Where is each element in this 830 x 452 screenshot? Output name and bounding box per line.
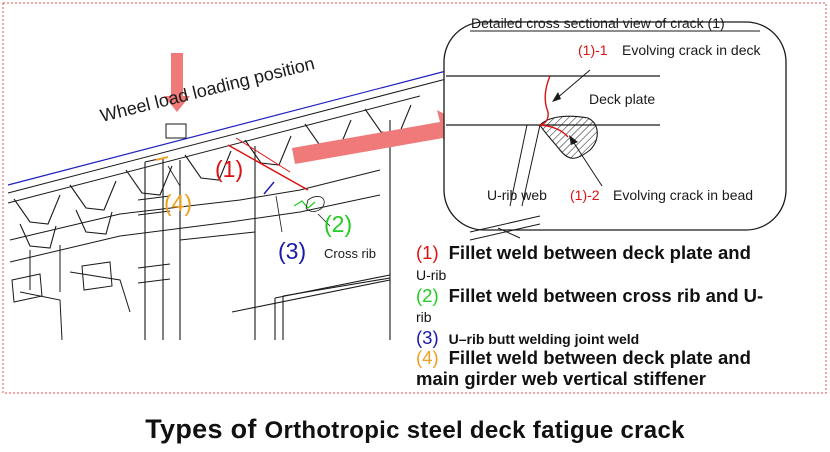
- legend-text-4: Fillet weld between deck plate and: [448, 347, 751, 368]
- deck-underside: [7, 95, 421, 204]
- legend-item-2: (2) Fillet weld between cross rib and U-: [416, 286, 763, 306]
- legend-num-3: (3): [416, 327, 439, 348]
- wheel-load-label: Wheel load loading position: [98, 53, 316, 126]
- leader-2: [317, 213, 331, 227]
- detail-deck-crack-label: Evolving crack in deck: [622, 42, 762, 58]
- detail-urib-web-2: [521, 124, 541, 207]
- crack-3-mark: [263, 181, 275, 195]
- detail-title: Detailed cross sectional view of crack (…: [471, 15, 725, 31]
- caption-rest: Orthotropic steel deck fatigue crack: [264, 417, 685, 444]
- detail-urib-web-label: U-rib web: [487, 187, 547, 203]
- detail-urib-web-1: [509, 124, 528, 207]
- label-num-2: (2): [324, 211, 352, 237]
- caption-prefix: Types of: [145, 414, 257, 444]
- crack-1-mark-2: [235, 137, 291, 173]
- detail-bubble: [443, 21, 787, 231]
- detail-arrow-bead: [571, 139, 603, 187]
- legend-wrap-4: main girder web vertical stiffener: [416, 368, 706, 389]
- detail-arrowhead-deck: [552, 92, 561, 102]
- legend-num-4: (4): [416, 347, 439, 368]
- cross-rib: [9, 169, 381, 341]
- legend-wrap-2: rib: [416, 309, 432, 325]
- figure-caption: Types of Orthotropic steel deck fatigue …: [0, 414, 830, 445]
- leader-4: [167, 165, 181, 187]
- crack-2-mark: [293, 200, 316, 209]
- crack-4-mark: [155, 156, 169, 161]
- legend-num-2: (2): [416, 285, 439, 306]
- legend-text-3: U–rib butt welding joint weld: [448, 331, 640, 347]
- detail-arrowhead-bead: [569, 135, 578, 145]
- detail-crack-bead: [539, 124, 569, 138]
- detail-arrow-deck: [555, 69, 591, 100]
- wheel-load-arrow: [164, 53, 190, 112]
- main-girder: [137, 120, 391, 340]
- detail-crack-deck: [539, 75, 551, 126]
- label-num-3: (3): [278, 238, 306, 264]
- label-num-1: (1): [215, 156, 243, 182]
- legend-item-4: (4) Fillet weld between deck plate and: [416, 348, 751, 368]
- wheel-load-pad: [165, 123, 187, 139]
- leader-3: [275, 195, 283, 233]
- legend-num-1: (1): [416, 242, 439, 263]
- label-num-4: (4): [164, 190, 192, 216]
- detail-weld-bead: [539, 115, 598, 159]
- detail-deck-crack-num: (1)-1: [578, 42, 608, 58]
- legend-item-3: (3) U–rib butt welding joint weld: [416, 328, 639, 349]
- deck-top-edge: [7, 69, 451, 186]
- lower-right-structure: [469, 215, 541, 241]
- outer-frame: [2, 2, 827, 394]
- legend-item-1: (1) Fillet weld between deck plate and: [416, 243, 751, 263]
- legend-text-1: Fillet weld between deck plate and: [448, 242, 751, 263]
- detail-bead-crack-num: (1)-2: [570, 187, 600, 203]
- deck-bottom-edge: [7, 77, 451, 194]
- legend-wrap-1: U-rib: [416, 267, 447, 283]
- detail-bead-crack-label: Evolving crack in bead: [613, 187, 753, 203]
- detail-deck-plate-label: Deck plate: [589, 91, 655, 107]
- cross-rib-callout: [305, 196, 325, 212]
- crack-1-mark: [227, 144, 309, 191]
- detail-arrow: [292, 110, 470, 164]
- legend-text-2: Fillet weld between cross rib and U-: [448, 285, 764, 306]
- cross-rib-label: Cross rib: [324, 246, 376, 261]
